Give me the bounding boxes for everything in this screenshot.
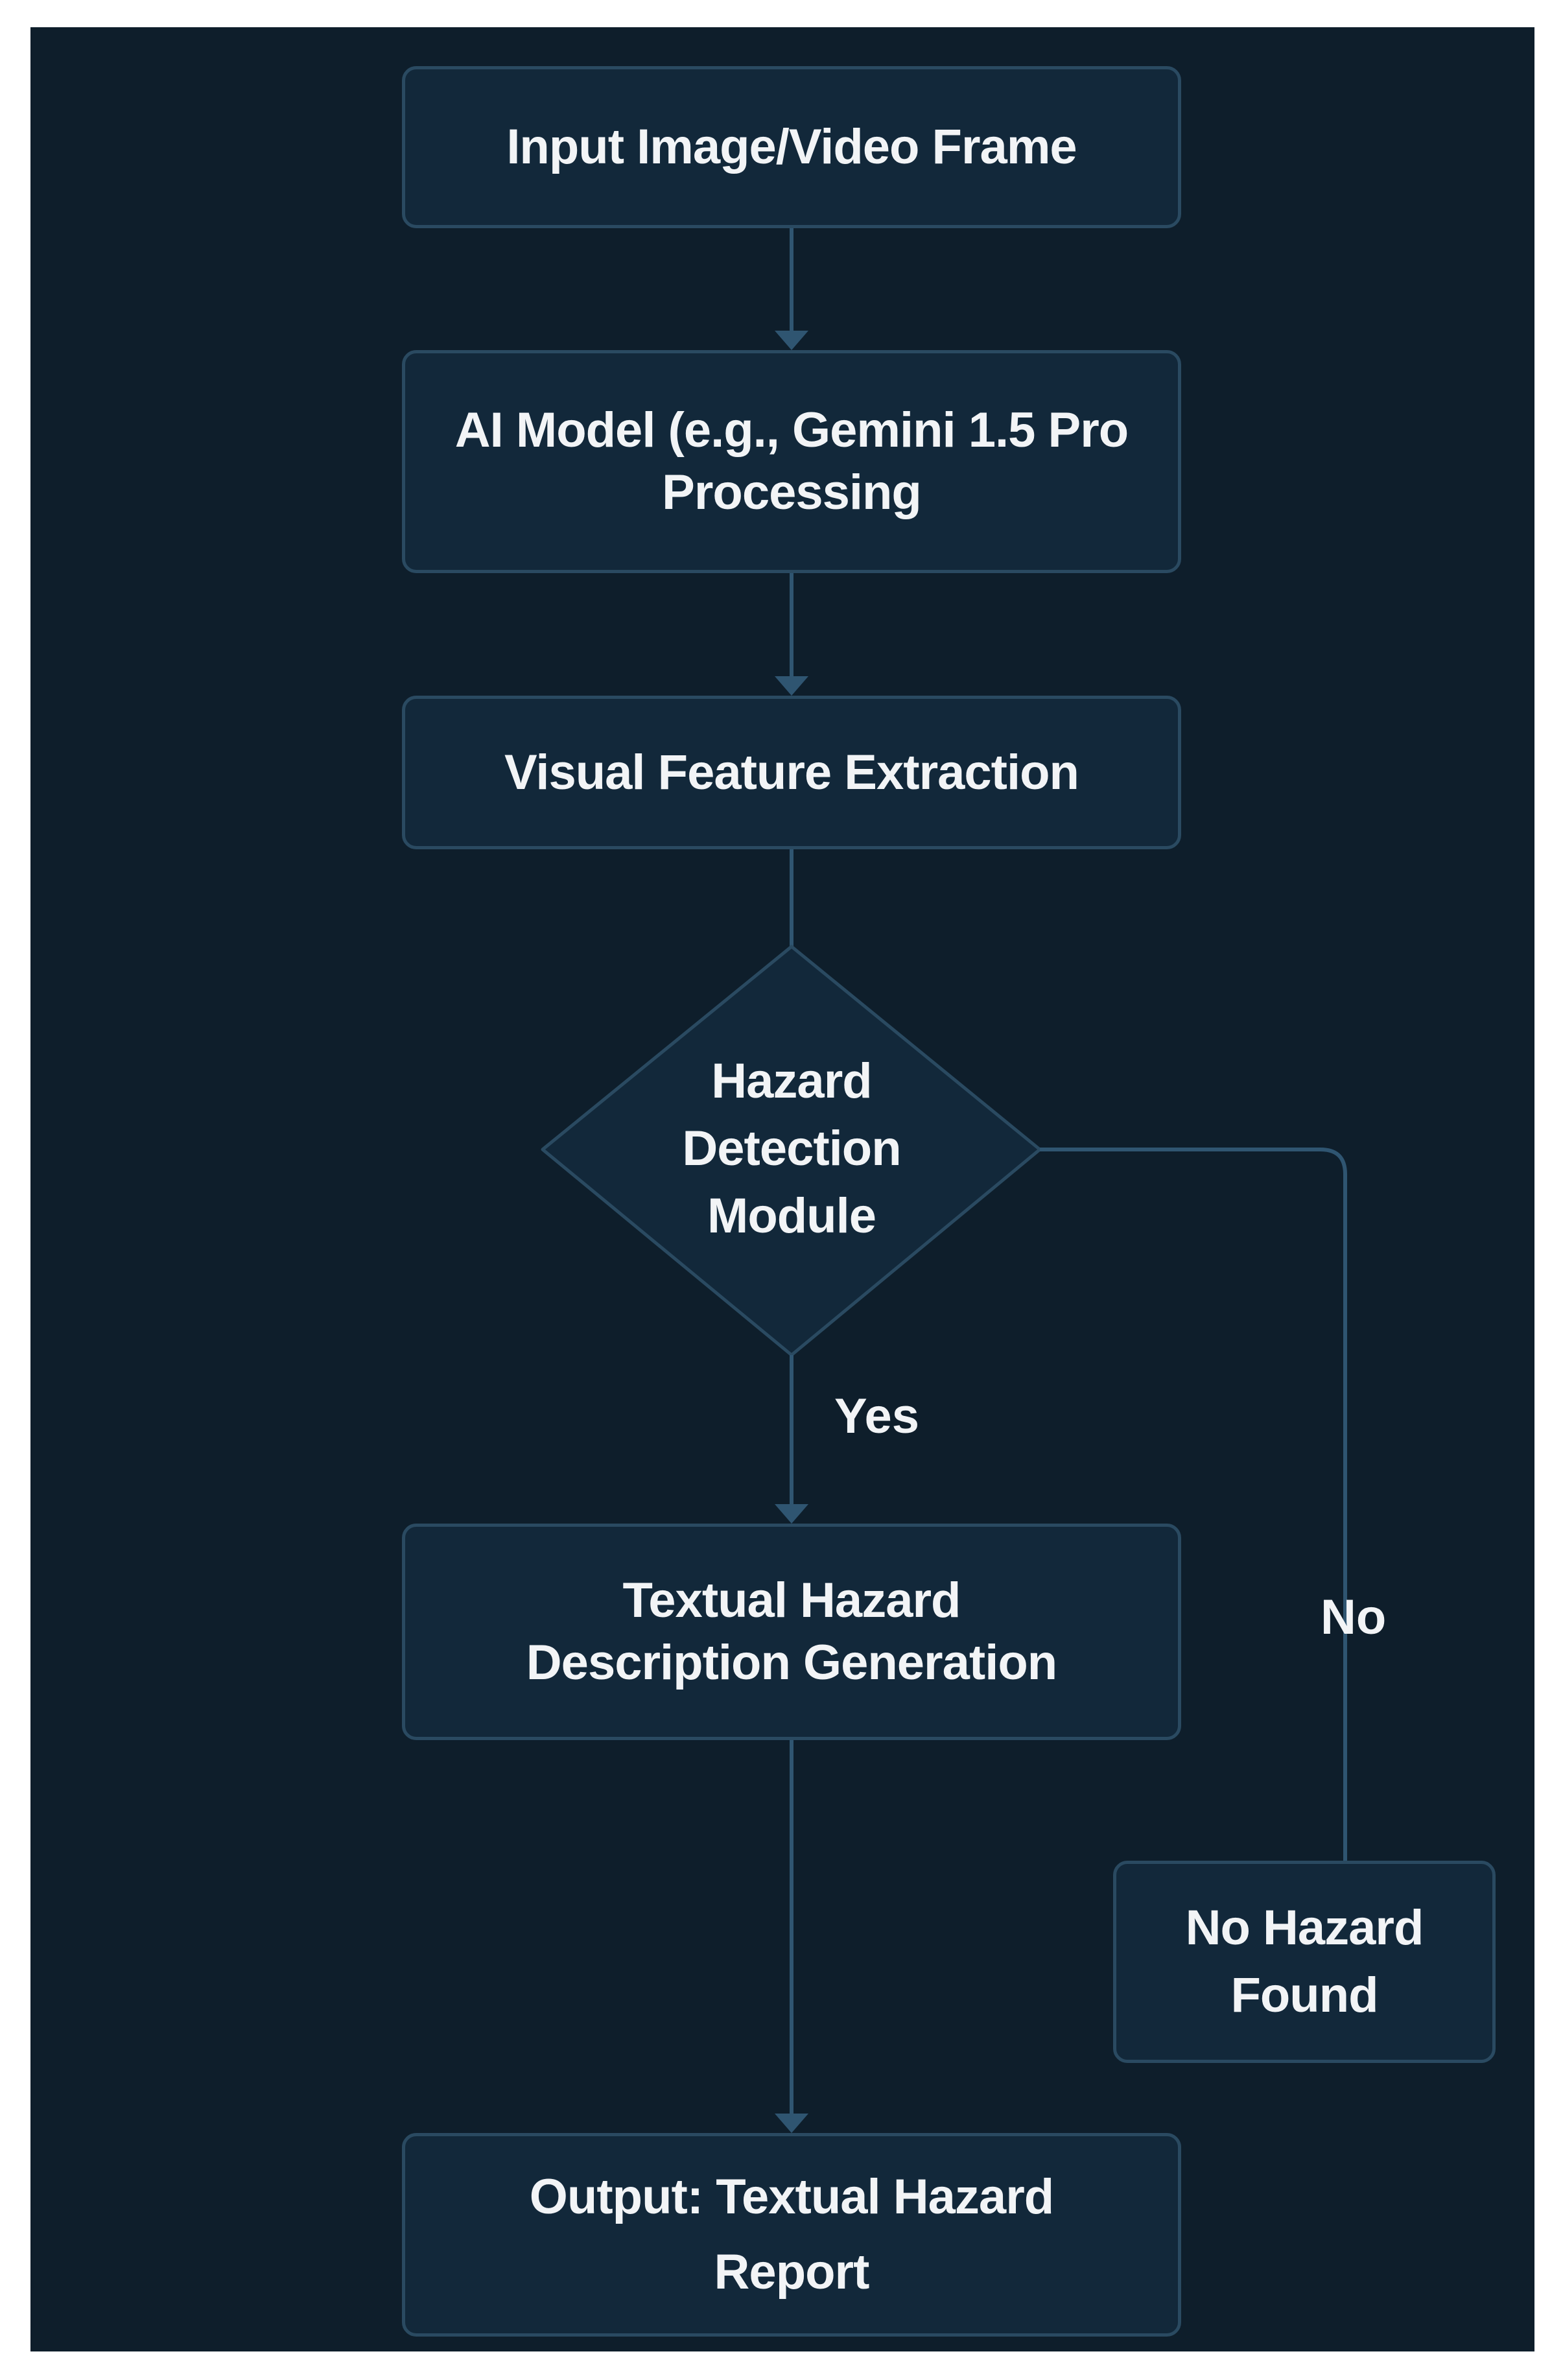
hazard-detection-label: Hazard Detection Module <box>597 1013 986 1285</box>
arrowhead-extraction <box>775 676 808 696</box>
hazard-detection-line2: Detection <box>682 1121 901 1176</box>
node-ai-model: AI Model (e.g., Gemini 1.5 Pro Processin… <box>402 350 1181 573</box>
node-feature-extraction-label: Visual Feature Extraction <box>504 744 1079 800</box>
node-input-frame: Input Image/Video Frame <box>402 66 1181 228</box>
flowchart-canvas: Input Image/Video Frame AI Model (e.g., … <box>30 27 1534 2351</box>
node-output-line2: Report <box>714 2245 870 2300</box>
hazard-detection-line1: Hazard <box>711 1054 872 1109</box>
edge-label-yes: Yes <box>834 1389 920 1444</box>
arrowhead-ai-model <box>775 331 808 350</box>
arrowhead-description <box>775 1504 808 1524</box>
node-ai-model-line1: AI Model (e.g., Gemini 1.5 Pro <box>454 403 1129 458</box>
node-feature-extraction: Visual Feature Extraction <box>402 696 1181 849</box>
node-output-report: Output: Textual Hazard Report <box>402 2133 1181 2337</box>
node-ai-model-line2: Processing <box>662 465 922 520</box>
arrowhead-output <box>775 2114 808 2133</box>
connectors-layer <box>541 228 1347 2133</box>
edge-label-no: No <box>1321 1590 1387 1645</box>
node-no-hazard-line1: No Hazard <box>1185 1900 1424 1955</box>
edge-detection-no <box>1040 1148 1347 1861</box>
node-description-generation-line2: Description Generation <box>526 1635 1057 1690</box>
node-output-line1: Output: Textual Hazard <box>529 2169 1054 2224</box>
node-no-hazard-found: No Hazard Found <box>1113 1861 1496 2063</box>
node-input-frame-label: Input Image/Video Frame <box>506 119 1077 174</box>
node-description-generation-line1: Textual Hazard <box>622 1573 961 1628</box>
hazard-detection-line3: Module <box>707 1188 876 1243</box>
node-no-hazard-line2: Found <box>1230 1968 1378 2023</box>
node-description-generation: Textual Hazard Description Generation <box>402 1524 1181 1740</box>
